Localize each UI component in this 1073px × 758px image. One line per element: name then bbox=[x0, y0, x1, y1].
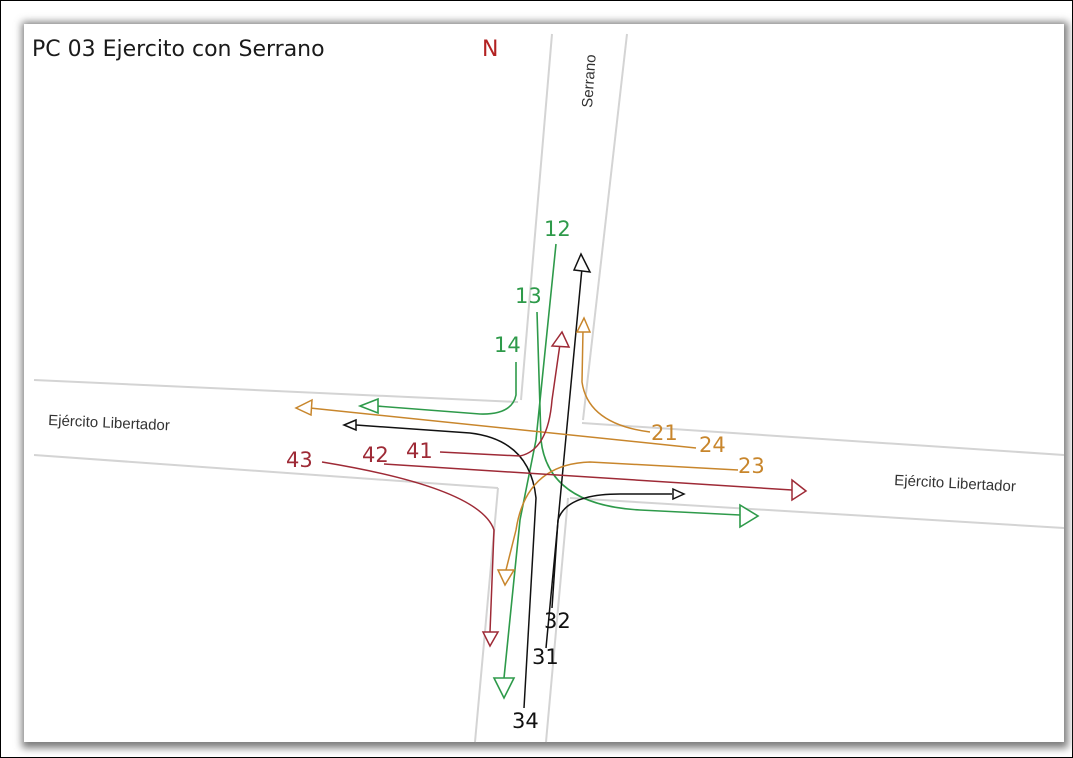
orange-movements bbox=[294, 316, 739, 587]
road-edges bbox=[33, 33, 1065, 743]
movement-14-path bbox=[375, 362, 517, 415]
movement-label-13: 13 bbox=[515, 284, 542, 308]
north-indicator: N bbox=[482, 37, 498, 62]
movement-43-arrowhead bbox=[481, 631, 500, 648]
movement-label-41: 41 bbox=[406, 439, 433, 463]
serrano-east-edge bbox=[582, 33, 628, 421]
street-label-serrano: Serrano bbox=[579, 54, 600, 108]
serrano-east-edge-south bbox=[545, 497, 569, 743]
movement-label-21: 21 bbox=[651, 421, 678, 445]
ejercito-south-edge-east bbox=[569, 497, 1065, 529]
serrano-west-edge bbox=[520, 33, 553, 401]
movement-24-arrowhead bbox=[294, 398, 313, 417]
ejercito-south-edge-west bbox=[33, 454, 499, 489]
movement-24-path bbox=[309, 407, 697, 449]
movement-32-path bbox=[551, 493, 672, 609]
movement-13-arrowhead bbox=[739, 503, 760, 529]
movement-label-14: 14 bbox=[494, 333, 521, 357]
movement-23-arrowhead bbox=[496, 569, 516, 587]
movement-label-12: 12 bbox=[544, 217, 571, 241]
movement-42-path bbox=[383, 463, 793, 491]
movement-12-arrowhead bbox=[492, 677, 516, 700]
movement-label-43: 43 bbox=[286, 448, 313, 472]
movement-12-path bbox=[503, 243, 557, 679]
movement-14-arrowhead bbox=[357, 397, 379, 415]
movement-34-arrowhead bbox=[342, 418, 357, 432]
movement-label-42: 42 bbox=[362, 443, 389, 467]
ejercito-north-edge-west bbox=[33, 379, 519, 403]
green-movements bbox=[357, 243, 760, 700]
movement-23-path bbox=[505, 461, 739, 571]
red-movements bbox=[321, 330, 808, 648]
ejercito-north-edge-east bbox=[581, 422, 1065, 456]
page-title: PC 03 Ejercito con Serrano bbox=[32, 37, 325, 62]
picture-frame bbox=[22, 22, 1068, 748]
movement-34-path bbox=[355, 424, 537, 709]
movement-32-arrowhead bbox=[672, 487, 686, 501]
movement-41-path bbox=[439, 343, 561, 457]
movement-13-path bbox=[536, 311, 741, 516]
movement-41-arrowhead bbox=[550, 330, 571, 348]
movement-label-24: 24 bbox=[699, 433, 726, 457]
street-label-ejercito-east: Ejército Libertador bbox=[894, 472, 1016, 495]
street-label-ejercito-west: Ejército Libertador bbox=[48, 412, 170, 434]
movement-label-32: 32 bbox=[544, 609, 571, 633]
movement-label-34: 34 bbox=[512, 709, 539, 733]
movement-43-path bbox=[321, 461, 495, 633]
movement-42-arrowhead bbox=[791, 478, 808, 502]
movement-label-23: 23 bbox=[738, 454, 765, 478]
movement-21-arrowhead bbox=[575, 316, 592, 333]
movement-label-31: 31 bbox=[532, 645, 559, 669]
movement-31-arrowhead bbox=[572, 252, 592, 273]
movement-31-path bbox=[545, 267, 583, 649]
movement-21-path bbox=[581, 329, 651, 433]
black-movements bbox=[342, 252, 686, 709]
